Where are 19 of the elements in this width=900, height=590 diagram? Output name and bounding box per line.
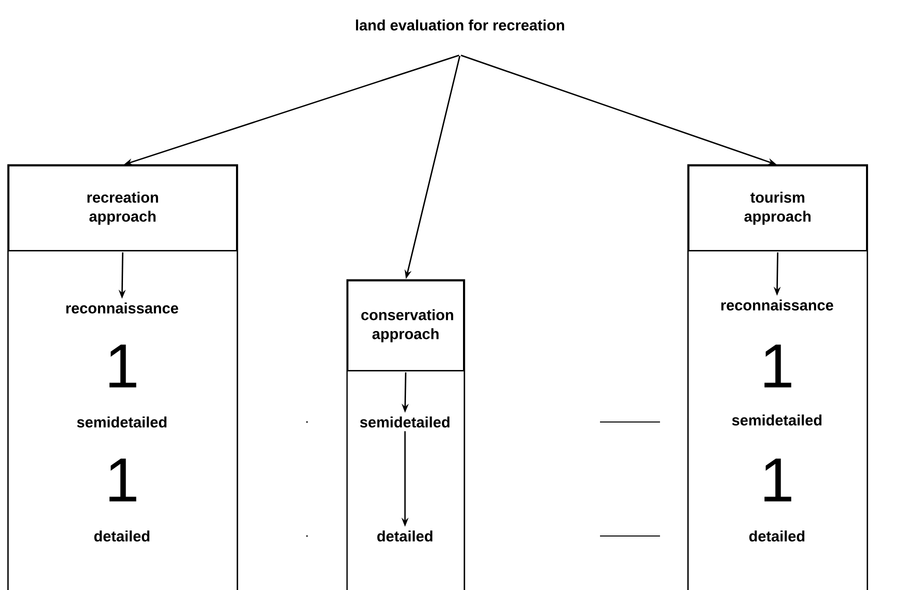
level-text: semidetailed: [360, 416, 450, 428]
level-text: detailed: [749, 530, 804, 542]
header-box: conservation approach: [347, 280, 464, 372]
title: land evaluation for recreation: [356, 20, 564, 30]
level-text: detailed: [94, 530, 150, 542]
level-text: reconnaissance: [721, 300, 834, 310]
column-box: [7, 164, 238, 590]
large-digit: 1: [109, 458, 136, 502]
column-box: [687, 164, 868, 590]
large-digit: 1: [109, 344, 136, 388]
large-digit: 1: [764, 344, 792, 388]
level-text: reconnaissance: [66, 302, 178, 314]
header-box: recreation approach: [8, 165, 238, 252]
large-digit: 1: [764, 458, 792, 502]
level-text: detailed: [377, 530, 432, 542]
level-text: semidetailed: [77, 416, 166, 428]
header-box: tourism approach: [688, 165, 868, 252]
level-text: semidetailed: [732, 414, 822, 426]
column-box: [346, 279, 466, 590]
